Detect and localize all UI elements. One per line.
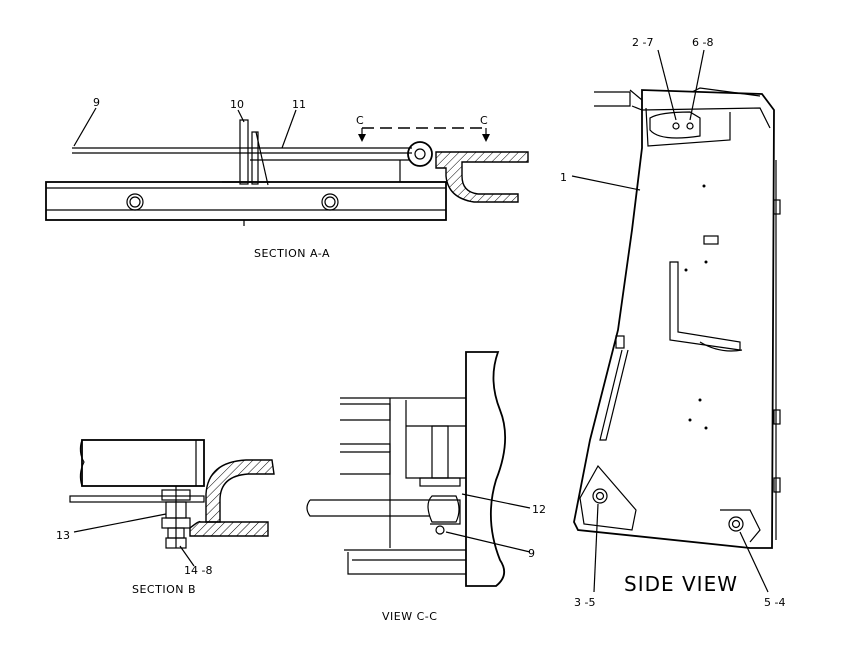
callout-1: 1 [560,171,567,184]
callout-11: 11 [292,98,306,111]
caption-section-aa: SECTION A-A [254,247,330,260]
section-aa-drawing [45,107,529,226]
callout-3-5: 3 -5 [574,596,595,609]
callout-6-8: 6 -8 [692,36,713,49]
callout-10: 10 [230,98,244,111]
callout-5-4: 5 -4 [764,596,785,609]
section-b-drawing [69,439,275,567]
cut-label-c-left: C [356,114,364,127]
caption-section-b: SECTION B [132,583,196,596]
callout-14-8: 14 -8 [184,564,212,577]
callout-2-7: 2 -7 [632,36,653,49]
side-view-drawing [571,49,781,593]
caption-side-view: SIDE VIEW [624,572,738,596]
callout-12: 12 [532,503,546,516]
callout-9-top: 9 [93,96,100,109]
view-cc-drawing [306,351,531,587]
callout-9-view: 9 [528,547,535,560]
cut-label-c-right: C [480,114,488,127]
callout-13: 13 [56,529,70,542]
caption-view-cc: VIEW C-C [382,610,437,623]
